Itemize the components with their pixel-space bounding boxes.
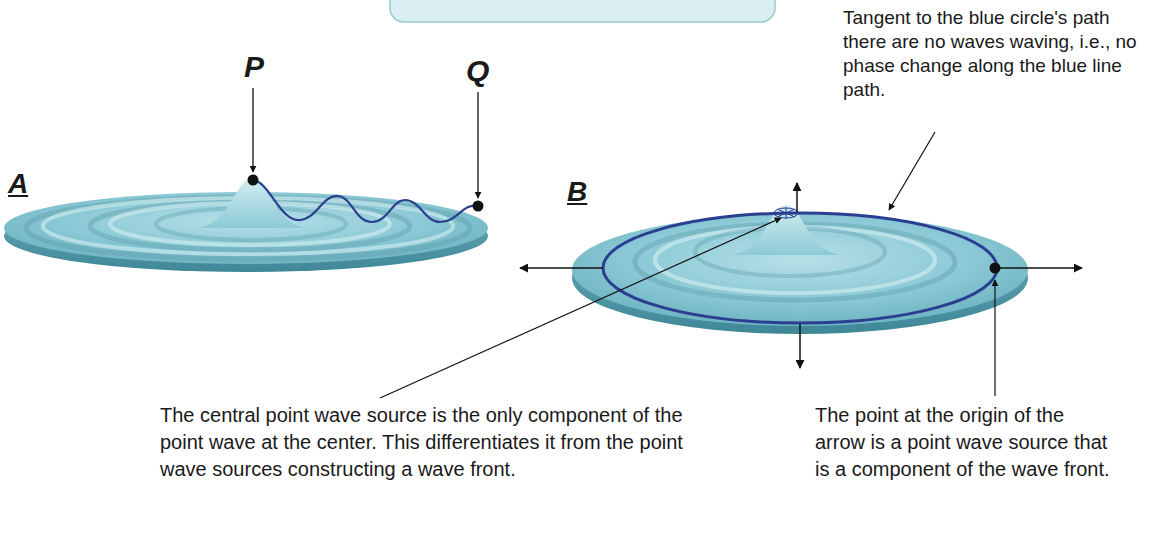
wave-disc-b: [572, 205, 1028, 334]
direction-arrows: [520, 183, 1082, 368]
title-box: [390, 0, 775, 22]
pointer-q: [477, 92, 478, 198]
annotation-note: The central point wave source is the onl…: [160, 402, 730, 483]
annotation-note: The point at the origin of the arrow is …: [815, 402, 1115, 483]
pointer-p: [252, 88, 253, 172]
wave-disc-a: [4, 175, 488, 273]
point-label: Q: [466, 54, 489, 88]
figure-letter: B: [567, 176, 587, 208]
annotation-note: Tangent to the blue circle's path there …: [843, 6, 1143, 102]
leader-lines: [380, 132, 995, 398]
point-label: P: [244, 50, 264, 84]
point-p: [248, 175, 259, 186]
blue-circle-path: [603, 213, 997, 323]
point-q: [473, 201, 484, 212]
wave-path: [253, 180, 478, 222]
figure-letter: A: [8, 168, 28, 200]
